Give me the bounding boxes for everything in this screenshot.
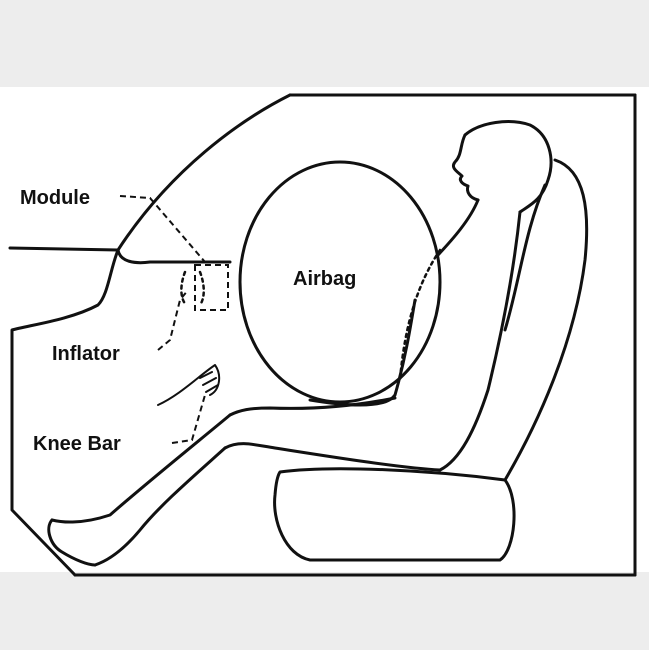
- car-body-outline: [10, 95, 635, 575]
- inflator-canister: [181, 272, 203, 305]
- dashboard-top: [118, 250, 230, 263]
- module-assembly: [181, 265, 228, 310]
- occupant-back: [440, 212, 520, 470]
- occupant-chest: [438, 200, 478, 255]
- leader-lines: [120, 196, 205, 443]
- module-label: Module: [20, 187, 90, 209]
- knee-bar-leader: [172, 395, 205, 443]
- firewall-line: [12, 250, 118, 575]
- seat: [275, 160, 587, 560]
- seat-cushion: [275, 469, 514, 560]
- occupant-face: [453, 135, 478, 200]
- knee-bar-label: Knee Bar: [33, 433, 121, 455]
- seat-back: [505, 160, 587, 480]
- windshield-line: [118, 95, 290, 250]
- hood-line: [10, 248, 118, 250]
- occupant-arm: [310, 300, 415, 405]
- inflator-label: Inflator: [52, 343, 120, 365]
- seat-back-inner: [505, 185, 545, 330]
- knee-bar: [158, 365, 219, 405]
- airbag-hidden-edge: [400, 250, 440, 380]
- occupant-foot: [49, 520, 95, 565]
- occupant-thigh: [225, 444, 440, 470]
- airbag-label: Airbag: [293, 268, 356, 290]
- occupant: [49, 122, 551, 565]
- knee-bar-outline: [158, 365, 219, 405]
- occupant-lower-leg-bottom: [95, 448, 225, 565]
